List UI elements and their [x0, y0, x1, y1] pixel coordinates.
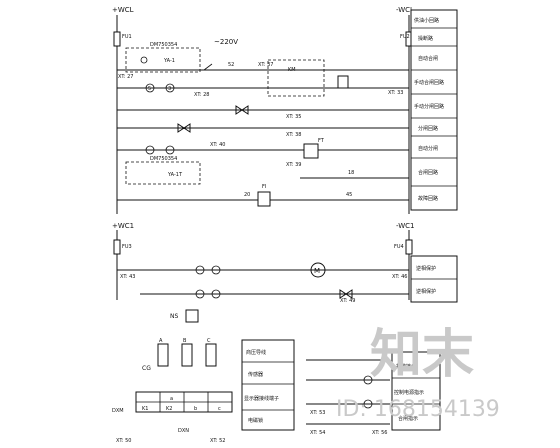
phase-c-sensor: [205, 343, 217, 367]
fuse-fu3-label: FU3: [122, 244, 132, 250]
contact-box-km: [267, 59, 325, 97]
legend-top-6: 自动分闸: [418, 145, 438, 152]
legend-top-5: 分闸回路: [418, 125, 438, 132]
watermark-id: ID: 168154139: [336, 397, 500, 422]
bus-label-top-left: +WCL: [112, 6, 134, 14]
legend-table-top: [410, 9, 458, 211]
dxm-label: DXM: [112, 408, 124, 414]
relay-model-mid: DM750354: [150, 156, 177, 162]
relay-coil-fi: [257, 191, 271, 207]
legend-top-8: 故障回路: [418, 195, 438, 202]
legend-mid-1: 逆相保护: [416, 288, 436, 295]
phase-b-sensor: [181, 343, 193, 367]
terminal-xt28: XT: 28: [194, 92, 209, 98]
fuse-fu1-label: FU1: [122, 34, 132, 40]
terminal-xt54: XT: 54: [310, 430, 325, 436]
k1-label: K1: [142, 406, 148, 412]
legend-top-4: 手动分闸回路: [414, 103, 444, 110]
fuse-fu4-label: FU4: [394, 244, 404, 250]
sensor-c: c: [218, 406, 221, 412]
terminal-xt53: XT: 53: [310, 410, 325, 416]
phase-c: C: [207, 338, 211, 344]
legend-bottom-2: 显示器接线端子: [244, 395, 279, 402]
ft-label: FT: [318, 138, 325, 144]
cg-label: CG: [142, 365, 151, 372]
relay-box-mid: [125, 161, 201, 185]
voltage-label: ~220V: [214, 38, 238, 46]
dxn-label: DXN: [178, 428, 189, 434]
wire-45: 45: [346, 192, 352, 198]
component-ns-box: [185, 309, 199, 323]
legend-bottom-1: 传感器: [248, 371, 263, 378]
relay-coil-yl: [337, 75, 349, 89]
legend-br-2: 合闸指示: [398, 415, 418, 422]
wire-20: 20: [244, 192, 250, 198]
watermark: 知末 ID: 168154139: [336, 325, 500, 422]
fuse-fu3: [113, 239, 121, 255]
legend-br-0: 报警接示: [396, 363, 416, 370]
legend-top-7: 合闸回路: [418, 169, 438, 176]
legend-bottom-3: 电磁锁: [248, 417, 263, 424]
km-label: KM: [288, 67, 296, 73]
terminal-xt49: XT: 49: [340, 298, 355, 304]
relay-model-top: DM750354: [150, 42, 177, 48]
terminal-xt27: XT: 27: [118, 74, 133, 80]
top-control-circuit: +WCL -WCL FU1 FU2 ~220V DM750354 YA-1 XT…: [112, 6, 458, 214]
fi-label: FI: [262, 184, 266, 190]
relay-coil-ft: [303, 143, 319, 159]
wire-18: 18: [348, 170, 354, 176]
motor-symbol: [310, 262, 326, 278]
terminal-xt39: XT: 39: [286, 162, 301, 168]
wire-5: 5: [148, 86, 151, 92]
bus-label-mid-left: +WC1: [112, 222, 134, 230]
legend-bottom: 商压导线 传感器 显示器接线端子 电磁锁: [241, 339, 295, 431]
watermark-title: 知末: [370, 325, 474, 385]
fuse-fu1: [113, 31, 121, 47]
terminal-xt35: XT: 35: [286, 114, 301, 120]
legend-top-2: 自动合闸: [418, 55, 438, 62]
bus-label-top-right: -WCL: [396, 6, 414, 14]
phase-a-sensor: [157, 343, 169, 367]
sensor-a: a: [170, 396, 173, 402]
relay-contact-top: YA-1: [163, 58, 175, 64]
legend-bottom-0: 商压导线: [246, 349, 266, 356]
legend-top-1: 操断路: [418, 35, 433, 42]
bus-label-mid-right: -WC1: [396, 222, 415, 230]
terminal-xt37: XT: 37: [258, 62, 273, 68]
terminal-xt40: XT: 40: [210, 142, 225, 148]
terminal-xt56: XT: 56: [372, 430, 387, 436]
phase-a: A: [159, 338, 163, 344]
relay-contact-mid: YA-1T: [167, 172, 183, 178]
motor-label: M: [314, 267, 320, 275]
fuse-fu4: [405, 239, 413, 255]
indicator-circuit: XT: 53 XT: 54 XT: 56 报警接示 控制电源指示 合闸指示: [306, 351, 441, 436]
wire-3: 3: [168, 86, 171, 92]
terminal-xt46: XT: 46: [392, 274, 407, 280]
terminal-xt52: XT: 52: [210, 438, 225, 444]
sensor-circuit: CG A B C K1 K2 a b c DXM DXN XT: 50 XT: …: [112, 338, 233, 444]
terminal-xt50: XT: 50: [116, 438, 131, 444]
legend-br-1: 控制电源指示: [394, 389, 424, 396]
sensor-b: b: [194, 406, 197, 412]
fuse-fu2-label: FU2: [400, 34, 410, 40]
legend-top-3: 手动合闸回路: [414, 79, 444, 86]
legend-mid-0: 逆相保护: [416, 265, 436, 272]
motor-circuit: +WC1 -WC1 FU3 FU4 XT: 43 M XT: 46 XT: 49…: [112, 222, 458, 323]
terminal-xt38: XT: 38: [286, 132, 301, 138]
k2-label: K2: [166, 406, 172, 412]
legend-rows-top: 供油小回路 操断路 自动合闸 手动合闸回路 手动分闸回路 分闸回路 自动分闸 合…: [411, 17, 457, 202]
terminal-xt33: XT: 33: [388, 90, 403, 96]
relay-box-top: [125, 47, 201, 73]
phase-b: B: [183, 338, 187, 344]
legend-top-0: 供油小回路: [414, 17, 439, 24]
wire-52: 52: [228, 62, 234, 68]
component-ns: NS: [170, 313, 178, 320]
terminal-xt43: XT: 43: [120, 274, 135, 280]
